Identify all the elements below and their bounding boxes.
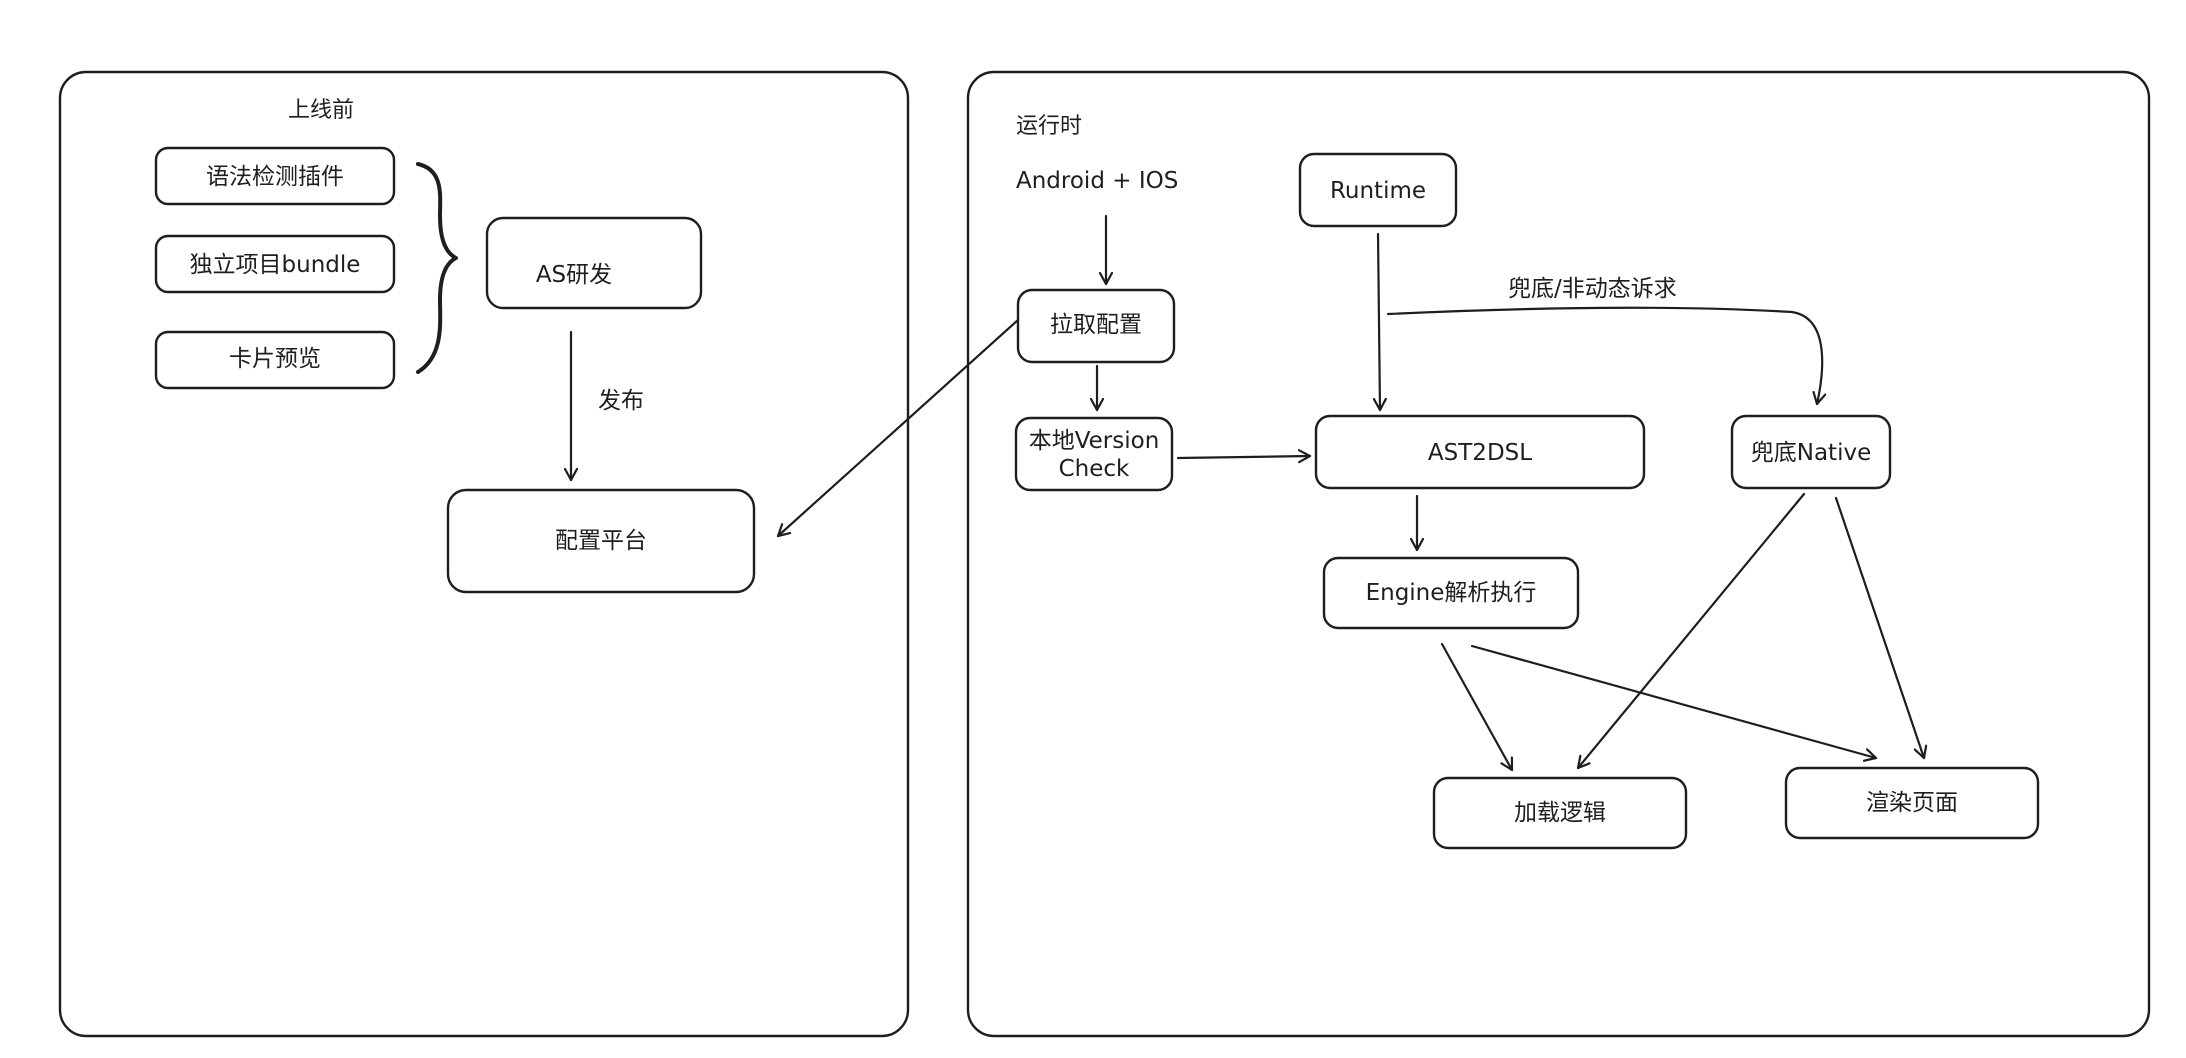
card-preview-label: 卡片预览	[229, 346, 321, 372]
ast2dsl-label: AST2DSL	[1428, 440, 1532, 466]
card-preview-node	[154, 330, 396, 390]
native-to-load-logic-edge	[1576, 492, 1806, 770]
native-to-render-page-edge	[1834, 496, 1924, 760]
grouping-brace	[416, 162, 458, 374]
version-check-to-ast2dsl-edge	[1176, 456, 1312, 458]
version-check-node	[1014, 416, 1174, 492]
load-logic-node	[1432, 776, 1688, 850]
engine-to-load-logic-edge	[1440, 642, 1514, 772]
standalone-bundle-node	[154, 234, 396, 294]
syntax-plugin-node	[154, 146, 396, 206]
standalone-bundle-label: 独立项目bundle	[190, 252, 361, 278]
load-logic-label: 加载逻辑	[1514, 800, 1606, 826]
pull-config-to-config-platform-edge	[776, 318, 1020, 538]
syntax-plugin-label: 语法检测插件	[206, 164, 344, 190]
version-check-label-line1: 本地Version	[1029, 428, 1160, 454]
pull-config-label: 拉取配置	[1050, 312, 1142, 338]
runtime-label: Runtime	[1330, 178, 1426, 204]
ast2dsl-node	[1314, 414, 1646, 490]
prelaunch-pane	[58, 70, 910, 1038]
runtime-pane-title: 运行时	[1016, 114, 1082, 139]
runtime-pane	[966, 70, 2151, 1038]
engine-to-render-page-edge	[1470, 644, 1878, 758]
version-check-label-line2: Check	[1059, 456, 1130, 482]
engine-label: Engine解析执行	[1366, 580, 1537, 606]
prelaunch-pane-title: 上线前	[288, 98, 354, 123]
platforms-label: Android + IOS	[1016, 168, 1178, 194]
publish-edge-label: 发布	[598, 388, 644, 414]
as-dev-node	[485, 216, 703, 310]
runtime-to-ast2dsl-edge	[1378, 232, 1380, 412]
fallback-request-edge	[1386, 306, 1822, 406]
config-platform-node	[446, 488, 756, 594]
pull-config-node	[1016, 288, 1176, 364]
engine-node	[1322, 556, 1580, 630]
render-page-label: 渲染页面	[1866, 790, 1958, 816]
fallback-native-label: 兜底Native	[1751, 440, 1871, 466]
as-dev-label: AS研发	[536, 262, 612, 288]
runtime-node	[1298, 152, 1458, 228]
render-page-node	[1784, 766, 2040, 840]
config-platform-label: 配置平台	[555, 528, 647, 554]
fallback-native-node	[1730, 414, 1892, 490]
fallback-request-label: 兜底/非动态诉求	[1508, 276, 1677, 302]
